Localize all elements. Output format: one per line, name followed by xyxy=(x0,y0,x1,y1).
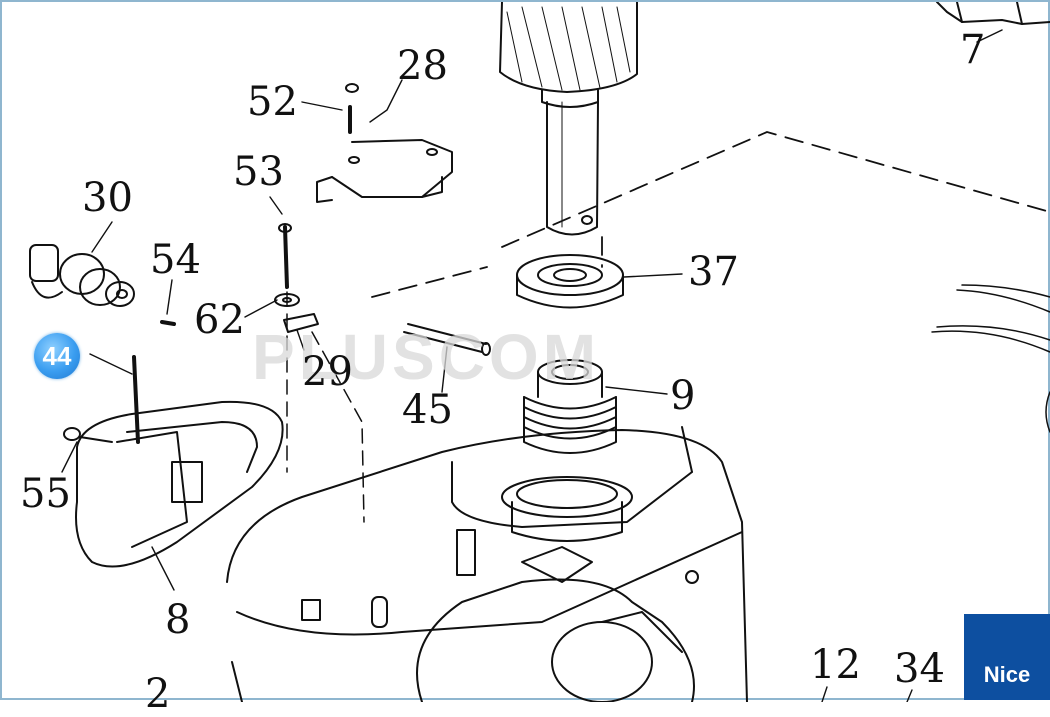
motor-armature xyxy=(499,2,638,236)
part-label-53: 53 xyxy=(233,149,284,195)
part-label-8: 8 xyxy=(165,597,191,643)
highlight-badge-44[interactable]: 44 xyxy=(34,333,80,379)
assembly-guide-lines xyxy=(371,131,1050,298)
part-label-12: 12 xyxy=(810,642,861,688)
nice-logo: Nice xyxy=(964,614,1050,700)
part-label-55: 55 xyxy=(20,471,71,517)
part-label-54: 54 xyxy=(150,237,201,283)
part-label-2: 2 xyxy=(145,671,171,717)
worm-gear-9 xyxy=(523,359,617,454)
part-label-62: 62 xyxy=(194,297,245,343)
part-label-45: 45 xyxy=(402,387,453,433)
part-7-housing-fragment xyxy=(936,2,1050,43)
part-label-52: 52 xyxy=(247,79,298,125)
release-cover-8 xyxy=(63,355,284,568)
watermark: PLUSCOM xyxy=(252,321,600,393)
part-label-28: 28 xyxy=(397,43,448,89)
lock-cylinder-30 xyxy=(29,244,176,326)
part-label-9: 9 xyxy=(670,373,696,419)
bearing-37 xyxy=(516,254,624,309)
pin-45 xyxy=(403,323,491,356)
part-label-29: 29 xyxy=(302,349,353,395)
leader-lines xyxy=(61,79,913,702)
part-label-34: 34 xyxy=(894,646,945,692)
part-label-30: 30 xyxy=(82,175,133,221)
exploded-view-drawing xyxy=(29,2,1050,702)
microswitch-28 xyxy=(316,83,453,203)
gearmotor-housing xyxy=(226,426,748,702)
wires xyxy=(931,284,1050,433)
part-label-37: 37 xyxy=(688,249,739,295)
screw-53-assembly xyxy=(274,223,365,523)
part-label-7: 7 xyxy=(960,27,986,73)
